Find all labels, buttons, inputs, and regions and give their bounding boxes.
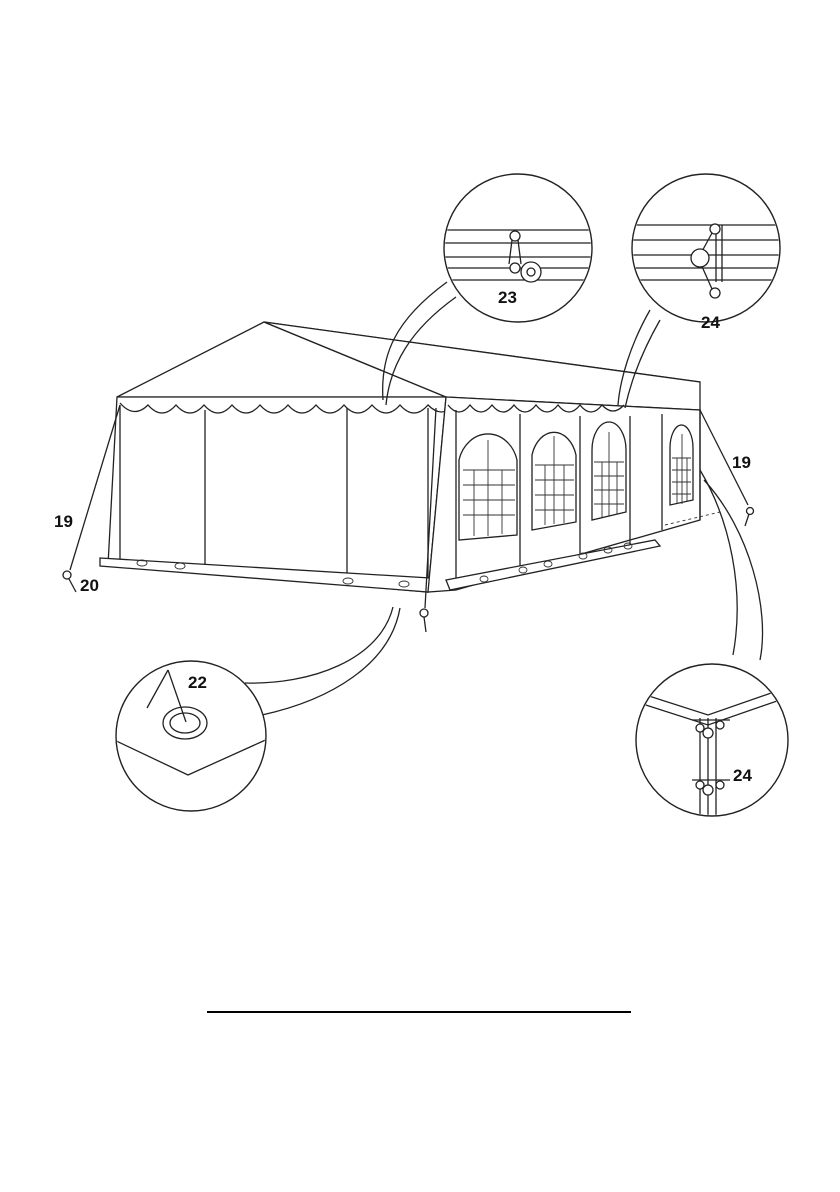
tent-front-wall bbox=[100, 397, 454, 592]
callout-24-wall: 24 bbox=[701, 313, 720, 332]
callout-19-left: 19 bbox=[54, 512, 73, 531]
callout-23: 23 bbox=[498, 288, 517, 307]
detail-circle-wall-clip bbox=[630, 174, 785, 322]
tent-side-wall bbox=[428, 397, 720, 592]
left-peg-icon bbox=[63, 571, 71, 579]
callout-19-right: 19 bbox=[732, 453, 751, 472]
detail-circle-roof-clip bbox=[440, 174, 600, 322]
right-peg-icon bbox=[747, 508, 754, 515]
callout-22: 22 bbox=[188, 673, 207, 692]
page-divider bbox=[207, 1011, 631, 1013]
front-peg-icon bbox=[420, 609, 428, 617]
callout-20: 20 bbox=[80, 576, 99, 595]
detail-circle-corner-clip bbox=[630, 664, 800, 830]
callout-24-corner: 24 bbox=[733, 766, 752, 785]
